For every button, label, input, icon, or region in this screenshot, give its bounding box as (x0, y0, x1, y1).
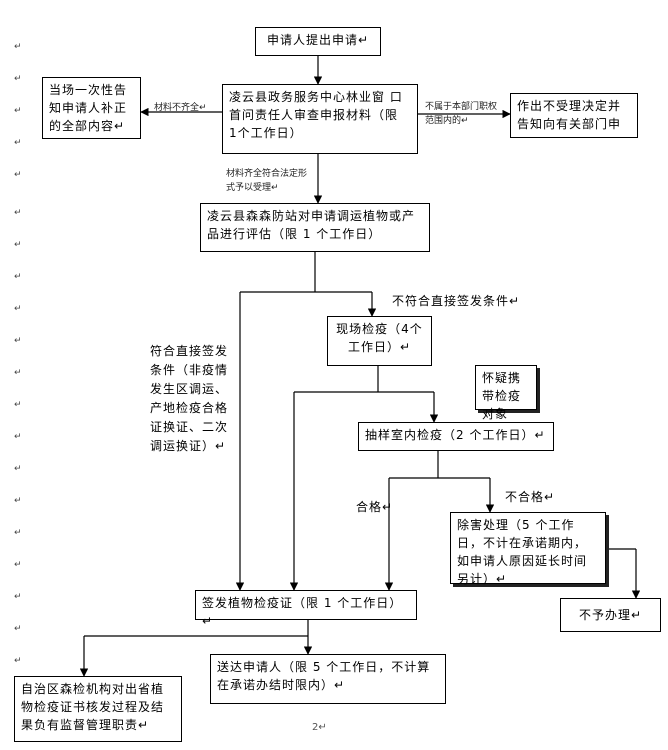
node-suspect-object: 怀疑携带检疫对象 (475, 365, 537, 421)
label-materials-incomplete: 材料不齐全↵ (154, 103, 207, 113)
paragraph-mark: ↵ (14, 106, 22, 116)
paragraph-mark: ↵ (14, 592, 22, 602)
label-qualified: 合格↵ (356, 500, 394, 514)
paragraph-mark: ↵ (14, 208, 22, 218)
paragraph-mark: ↵ (14, 138, 22, 148)
paragraph-mark: ↵ (14, 304, 22, 314)
paragraph-mark: ↵ (14, 656, 22, 666)
paragraph-mark: ↵ (14, 368, 22, 378)
node-lab-sampling: 抽样室内检疫（2 个工作日）↵ (358, 422, 554, 451)
paragraph-mark: ↵ (14, 432, 22, 442)
paragraph-mark: ↵ (14, 272, 22, 282)
label-materials-complete: 材料齐全符合法定形式予以受理↵ (226, 169, 308, 193)
paragraph-mark: ↵ (14, 528, 22, 538)
label-unqualified: 不合格↵ (505, 490, 556, 504)
paragraph-mark: ↵ (14, 464, 22, 474)
paragraph-mark: ↵ (14, 336, 22, 346)
paragraph-mark: ↵ (14, 170, 22, 180)
node-regional-supervision: 自治区森检机构对出省植物检疫证书核发过程及结果负有监督管理职责↵ (14, 676, 182, 742)
node-onsite-inspection: 现场检疫（4个工作日）↵ (327, 316, 432, 366)
node-inform-supplement: 当场一次性告知申请人补正的全部内容↵ (42, 77, 141, 139)
node-issue-certificate: 签发植物检疫证（限 1 个工作日）↵ (195, 590, 417, 628)
label-direct-sign-conditions: 符合直接签发条件（非疫情发生区调运、产地检疫合格证换证、二次调运换证）↵ (150, 344, 229, 453)
page-number: 2↵ (312, 722, 327, 733)
paragraph-mark: ↵ (14, 42, 22, 52)
node-pest-treatment: 除害处理（5 个工作日，不计在承诺期内，如申请人原因延长时间另计）↵ (450, 512, 606, 586)
node-station-assess: 凌云县森森防站对申请调运植物或产品进行评估（限 1 个工作日） (200, 203, 430, 252)
paragraph-mark: ↵ (14, 400, 22, 410)
node-center-review: 凌云县政务服务中心林业窗 口首问责任人审查申报材料（限 1个工作日） (222, 84, 418, 154)
node-applicant-submit: 申请人提出申请↵ (255, 27, 381, 56)
paragraph-mark: ↵ (14, 240, 22, 250)
paragraph-mark: ↵ (14, 624, 22, 634)
label-not-in-scope: 不属于本部门职权范围内的↵ (425, 102, 498, 126)
node-no-process: 不予办理↵ (560, 598, 661, 632)
node-deliver-applicant: 送达申请人（限 5 个工作日，不计算在承诺办结时限内）↵ (210, 654, 446, 704)
node-not-accept: 作出不受理决定并告知向有关部门申 (510, 93, 638, 138)
paragraph-mark: ↵ (14, 74, 22, 84)
paragraph-mark: ↵ (14, 496, 22, 506)
paragraph-mark: ↵ (14, 560, 22, 570)
label-not-direct-sign: 不符合直接签发条件↵ (392, 294, 521, 308)
